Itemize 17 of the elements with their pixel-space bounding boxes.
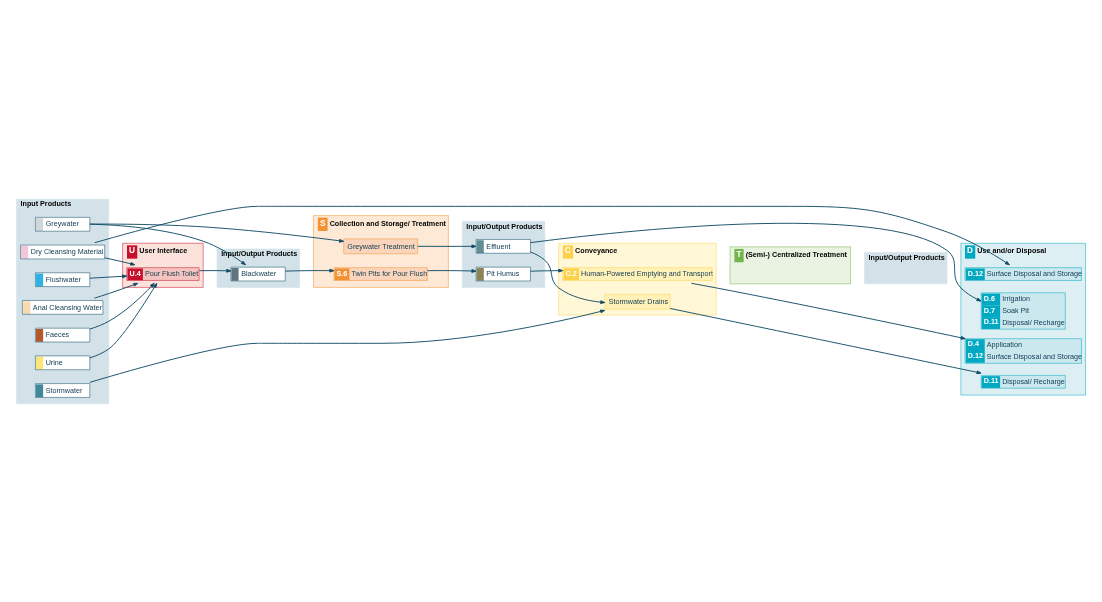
arrow [89,273,128,279]
arrow [89,223,345,243]
arrow [198,268,232,273]
arrow [94,205,1010,265]
arrow [417,243,477,248]
arrow [89,282,155,329]
arrow [530,251,606,304]
arrow [530,268,564,273]
arrow [530,222,982,301]
arrow [669,307,982,374]
arrow [89,282,158,358]
arrow [427,268,477,273]
arrow [284,268,335,273]
arrow [93,282,139,299]
arrow [89,309,606,383]
arrow [690,282,966,340]
arrow [104,256,136,266]
